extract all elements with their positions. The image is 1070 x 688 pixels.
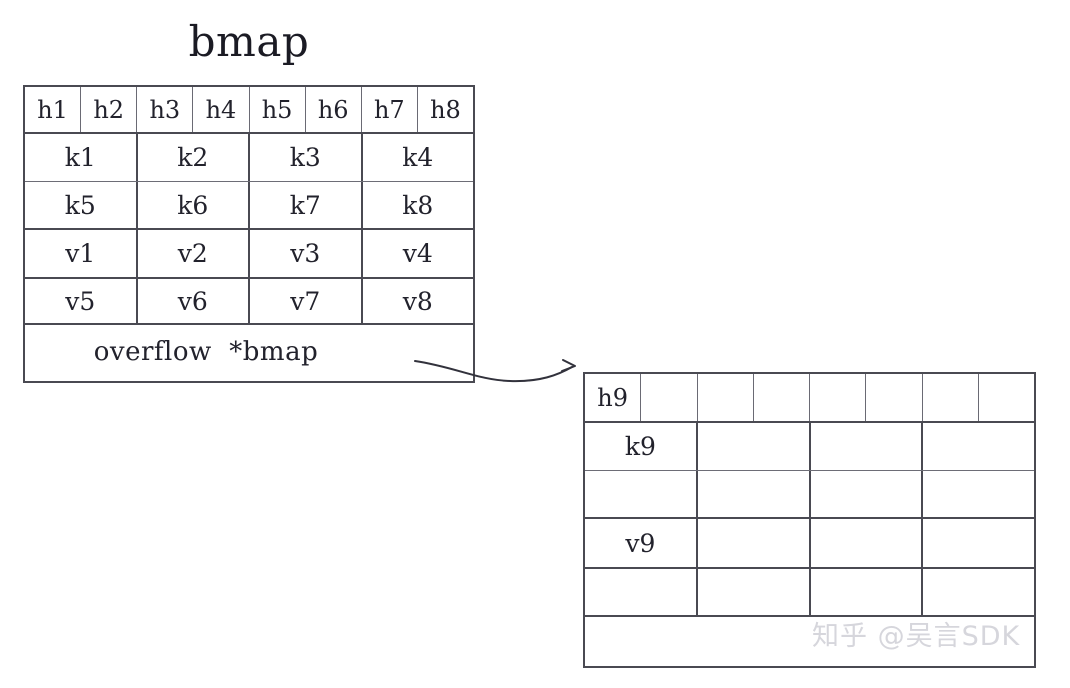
overflow-value-cell-2-4	[921, 569, 1034, 615]
bmap-bucket: h1 h2 h3 h4 h5 h6 h7 h8 k1 k2 k3 k4 k5 k…	[23, 85, 475, 383]
overflow-value-cell-2-1	[585, 569, 696, 615]
tophash-cell-h6: h6	[304, 87, 361, 132]
overflow-tophash-cell-7	[921, 374, 978, 421]
overflow-value-cell-1-2	[695, 519, 809, 567]
key-cell-k4: k4	[360, 134, 474, 181]
overflow-key-cell-k9: k9	[624, 432, 656, 461]
key-cell-k2: k2	[135, 134, 249, 181]
tophash-cell-h8: h8	[416, 87, 473, 132]
value-row-1: v1 v2 v3 v4	[25, 228, 473, 277]
tophash-cell-h4: h4	[192, 87, 248, 132]
key-row-2: k5 k6 k7 k8	[25, 181, 473, 228]
overflow-tophash-cell-4	[752, 374, 809, 421]
overflow-key-row-1: k9	[585, 421, 1034, 470]
key-cell-k1: k1	[64, 143, 96, 172]
key-row-1: k1 k2 k3 k4	[25, 132, 473, 181]
overflow-bucket-overflow-row	[585, 615, 1034, 666]
value-cell-v3: v3	[248, 230, 361, 277]
overflow-key-cell-2-2	[695, 471, 809, 517]
tophash-row: h1 h2 h3 h4 h5 h6 h7 h8	[25, 87, 473, 132]
overflow-key-cell-2-4	[921, 471, 1034, 517]
key-cell-k5: k5	[64, 190, 96, 220]
overflow-tophash-cell-6	[865, 374, 921, 421]
overflow-key-cell-2-3	[808, 471, 922, 517]
overflow-row: overflow *bmap	[25, 323, 473, 379]
overflow-key-cell-2-1	[585, 471, 696, 517]
overflow-value-cell-1-3	[808, 519, 922, 567]
overflow-value-cell-2-2	[695, 569, 809, 615]
value-cell-v4: v4	[360, 230, 474, 277]
overflow-value-cell-2-3	[808, 569, 922, 615]
tophash-cell-h3: h3	[136, 87, 192, 132]
overflow-bucket: h9 k9 v9	[583, 372, 1036, 668]
page-title: bmap	[188, 17, 310, 66]
overflow-value-row-1: v9	[585, 517, 1034, 567]
overflow-key-row-2	[585, 470, 1034, 517]
value-cell-v1: v1	[65, 239, 96, 268]
tophash-cell-h5: h5	[248, 87, 305, 132]
tophash-cell-h1: h1	[37, 95, 68, 124]
overflow-tophash-cell-2	[640, 374, 696, 421]
overflow-tophash-cell-3	[696, 374, 753, 421]
overflow-tophash-cell-5	[809, 374, 865, 421]
overflow-tophash-cell-h9: h9	[597, 383, 628, 412]
overflow-key-cell-1-2	[695, 423, 809, 470]
tophash-cell-h7: h7	[360, 87, 417, 132]
overflow-tophash-cell-8	[977, 374, 1034, 421]
overflow-value-row-2	[585, 567, 1034, 615]
key-cell-k8: k8	[360, 182, 474, 228]
key-cell-k7: k7	[248, 182, 361, 228]
key-cell-k6: k6	[135, 182, 249, 228]
overflow-value-cell-1-4	[921, 519, 1034, 567]
overflow-key-cell-1-3	[808, 423, 922, 470]
key-cell-k3: k3	[248, 134, 361, 181]
value-cell-v8: v8	[360, 279, 474, 323]
overflow-label: overflow *bmap	[93, 337, 319, 367]
value-cell-v5: v5	[65, 286, 96, 316]
tophash-cell-h2: h2	[80, 87, 136, 132]
value-cell-v7: v7	[248, 279, 361, 323]
overflow-key-cell-1-4	[921, 423, 1034, 470]
value-cell-v6: v6	[135, 279, 249, 323]
overflow-tophash-row: h9	[585, 374, 1034, 421]
watermark: 知乎 @吴言SDK	[812, 621, 1021, 652]
value-row-2: v5 v6 v7 v8	[25, 277, 473, 323]
value-cell-v2: v2	[135, 230, 249, 277]
overflow-value-cell-v9: v9	[625, 528, 656, 558]
